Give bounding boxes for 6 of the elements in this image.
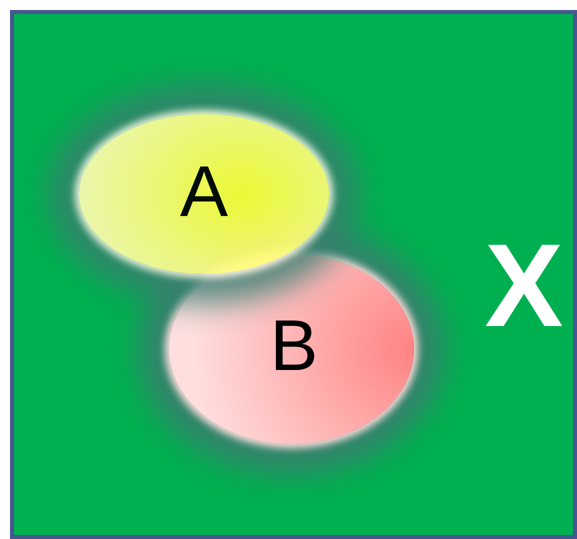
set-label: B (270, 310, 318, 382)
set-panel (10, 10, 577, 539)
set-ellipse (79, 114, 329, 274)
set-label: X (484, 227, 564, 345)
set-label: A (180, 156, 228, 228)
set-ellipse (169, 254, 414, 444)
